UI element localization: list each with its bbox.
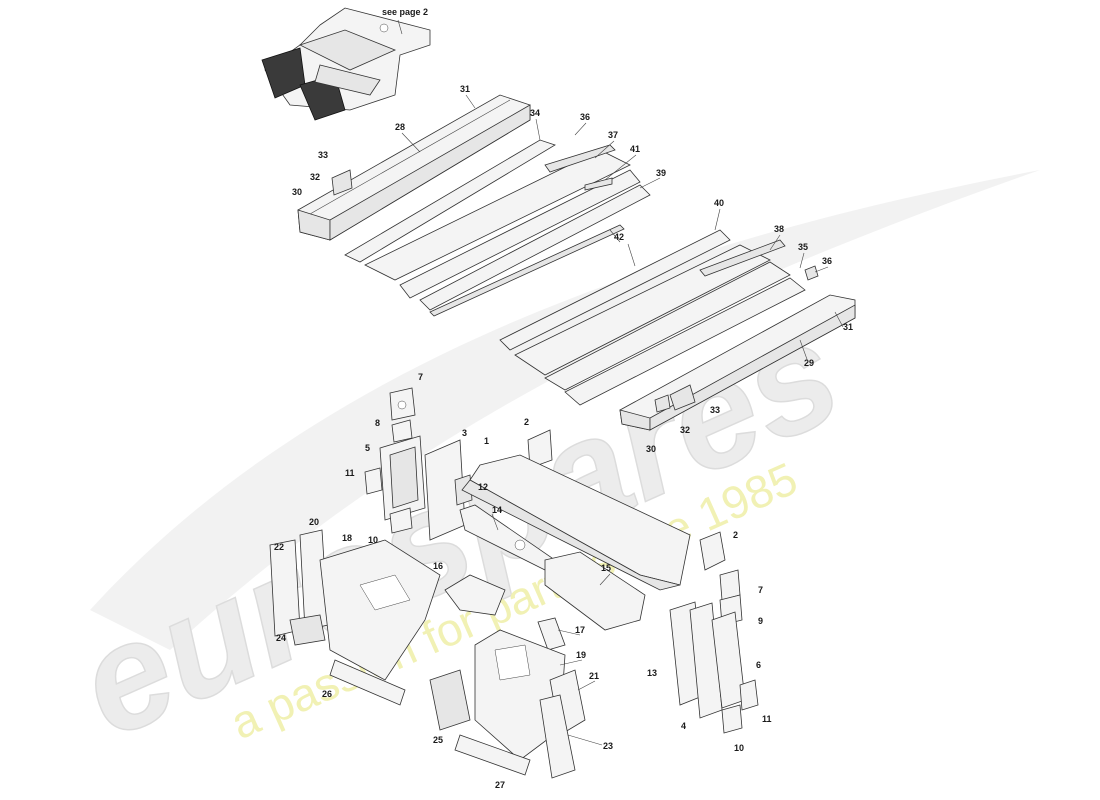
callout-5: 5 bbox=[365, 443, 370, 453]
callout-42: 42 bbox=[614, 232, 624, 242]
callout-2b: 2 bbox=[733, 530, 738, 540]
rail-26-icon bbox=[329, 659, 406, 706]
callout-17: 17 bbox=[575, 625, 585, 635]
callout-33: 33 bbox=[318, 150, 328, 160]
callout-16: 16 bbox=[433, 561, 443, 571]
bracket-25-icon bbox=[429, 669, 471, 731]
callout-30b: 30 bbox=[646, 444, 656, 454]
bulkhead-19-icon bbox=[474, 629, 566, 761]
callout-15: 15 bbox=[601, 563, 611, 573]
gusset-23-icon bbox=[539, 694, 576, 779]
callout-24: 24 bbox=[276, 633, 286, 643]
plate-10-right-icon bbox=[721, 704, 743, 734]
callout-21: 21 bbox=[589, 671, 599, 681]
callout-38: 38 bbox=[774, 224, 784, 234]
callout-2: 2 bbox=[524, 417, 529, 427]
callout-10b: 10 bbox=[734, 743, 744, 753]
callout-33b: 33 bbox=[710, 405, 720, 415]
callout-10: 10 bbox=[368, 535, 378, 545]
callout-27: 27 bbox=[495, 780, 505, 790]
callout-8: 8 bbox=[375, 418, 380, 428]
rail-27-icon bbox=[454, 734, 531, 776]
callout-36: 36 bbox=[580, 112, 590, 122]
callout-9: 9 bbox=[758, 616, 763, 626]
callout-39: 39 bbox=[656, 168, 666, 178]
plate-11-left-icon bbox=[364, 467, 383, 495]
plate-10-left-icon bbox=[389, 507, 413, 534]
bracket-32-lower-icon bbox=[654, 394, 671, 413]
plate-11-right-icon bbox=[739, 679, 759, 711]
callout-32b: 32 bbox=[680, 425, 690, 435]
floor-assembly-reference-icon bbox=[261, 7, 431, 121]
callout-6: 6 bbox=[756, 660, 761, 670]
bracket-17-icon bbox=[537, 617, 566, 651]
panel-15-icon bbox=[544, 551, 646, 631]
floor-panel-upper-icon bbox=[364, 149, 651, 311]
callout-7b: 7 bbox=[758, 585, 763, 595]
callout-11: 11 bbox=[345, 468, 355, 478]
callout-31: 31 bbox=[460, 84, 470, 94]
bracket-33-upper-icon bbox=[331, 169, 353, 196]
callout-12: 12 bbox=[478, 482, 488, 492]
callout-19: 19 bbox=[576, 650, 586, 660]
watermark-swoosh bbox=[90, 170, 1040, 650]
main-beam-1-icon bbox=[461, 454, 691, 591]
callout-29: 29 bbox=[804, 358, 814, 368]
callout-20: 20 bbox=[309, 517, 319, 527]
callout-18: 18 bbox=[342, 533, 352, 543]
callout-14: 14 bbox=[492, 505, 502, 515]
callout-35: 35 bbox=[798, 242, 808, 252]
callout-36b: 36 bbox=[822, 256, 832, 266]
strip-42-icon bbox=[429, 224, 625, 317]
bracket-24-icon bbox=[289, 614, 326, 646]
callout-30: 30 bbox=[292, 187, 302, 197]
reference-note: see page 2 bbox=[382, 7, 428, 17]
callout-1: 1 bbox=[484, 436, 489, 446]
strip-41-icon bbox=[584, 177, 613, 191]
crossmember-38-icon bbox=[699, 239, 786, 277]
callout-22: 22 bbox=[274, 542, 284, 552]
callout-25: 25 bbox=[433, 735, 443, 745]
callout-32: 32 bbox=[310, 172, 320, 182]
floor-panel-upper-34-icon bbox=[344, 139, 556, 263]
floor-panel-lower-icon bbox=[514, 244, 806, 406]
panel-5-icon bbox=[379, 435, 426, 521]
callout-4: 4 bbox=[681, 721, 686, 731]
bracket-2-upper-icon bbox=[527, 429, 553, 469]
crossmember-37-icon bbox=[544, 144, 616, 173]
bracket-36-icon bbox=[804, 265, 819, 281]
sill-rail-upper-icon bbox=[297, 94, 531, 241]
bracket-2-right-icon bbox=[699, 531, 726, 571]
callout-13: 13 bbox=[647, 668, 657, 678]
callout-11b: 11 bbox=[762, 714, 772, 724]
callout-40: 40 bbox=[714, 198, 724, 208]
callout-41: 41 bbox=[630, 144, 640, 154]
callout-7: 7 bbox=[418, 372, 423, 382]
bracket-16-icon bbox=[444, 574, 506, 616]
callout-3: 3 bbox=[462, 428, 467, 438]
floor-panel-lower-40-icon bbox=[499, 229, 731, 351]
callout-31b: 31 bbox=[843, 322, 853, 332]
bulkhead-18-icon bbox=[319, 539, 441, 681]
callout-37: 37 bbox=[608, 130, 618, 140]
callout-26: 26 bbox=[322, 689, 332, 699]
callout-34: 34 bbox=[530, 108, 540, 118]
leader-lines bbox=[401, 94, 844, 746]
callout-28: 28 bbox=[395, 122, 405, 132]
callout-23: 23 bbox=[603, 741, 613, 751]
bracket-33-lower-icon bbox=[669, 384, 696, 411]
plate-7-upper-icon bbox=[389, 387, 416, 421]
